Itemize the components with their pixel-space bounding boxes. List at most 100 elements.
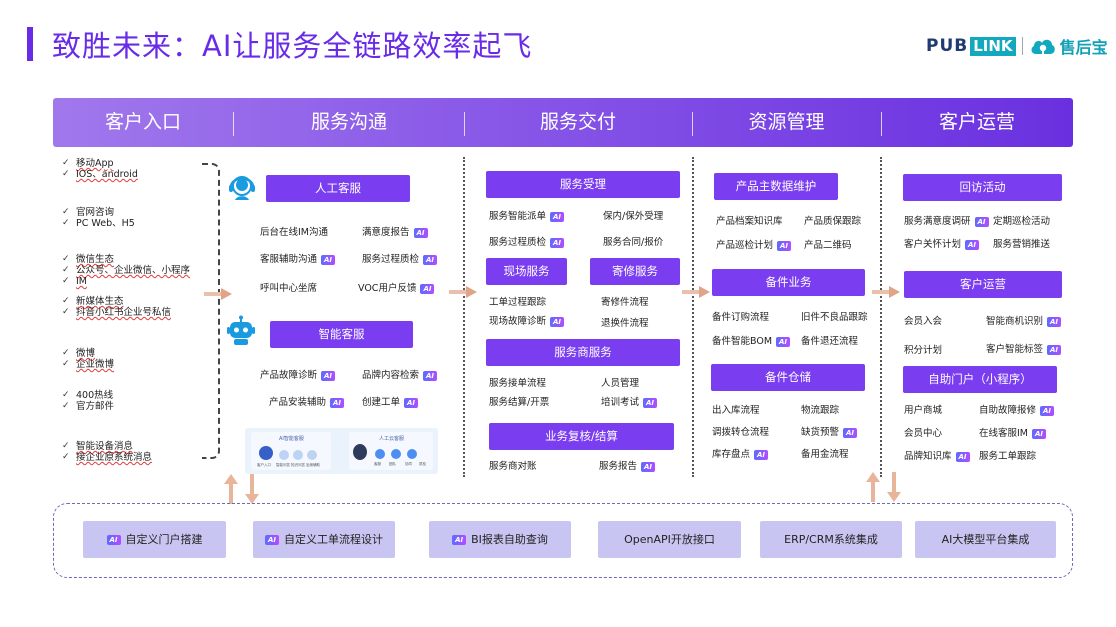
channel-item: PC Web、H5 [62, 218, 135, 229]
customer-operation-item: 会员入会 [904, 316, 943, 327]
brand-link: LINK [970, 36, 1016, 56]
brand-logo: PUB LINK 售后宝 [926, 34, 1108, 58]
channel-item: 抖音小红书企业号私信 [62, 307, 171, 318]
onsite-service-button[interactable]: 现场服务 [486, 258, 567, 285]
headset-agent-icon [229, 176, 255, 200]
mail-repair-button[interactable]: 寄修服务 [590, 258, 680, 285]
flow-arrow-right-icon [449, 286, 477, 298]
channel-group: 智能设备消息 接企业原系统消息 [62, 441, 152, 463]
human-service-button[interactable]: 人工客服 [266, 175, 410, 202]
service-acceptance-button[interactable]: 服务受理 [486, 171, 680, 198]
channel-item: 400热线 [62, 390, 114, 401]
ai-badge: AI [1047, 345, 1062, 355]
ai-badge: AI [413, 228, 428, 238]
preview-icon [279, 450, 289, 460]
preview-label: 智能问答 [276, 463, 290, 467]
arrow-down-icon [245, 474, 259, 504]
arrow-up-icon [224, 474, 238, 504]
preview-label: 客户入口 [257, 463, 271, 467]
channel-item: 公众号、企业微信、小程序 [62, 265, 190, 276]
product-master-data-button[interactable]: 产品主数据维护 [714, 173, 838, 200]
ai-badge: AI [777, 241, 792, 251]
channel-item-continued: IM [62, 276, 190, 287]
human-service-item: 后台在线IM沟通 [260, 227, 328, 238]
ai-badge: AI [423, 371, 438, 381]
preview-human-panel: 人工云客服 客服 团队 协同 质检 [349, 432, 433, 470]
platform-openapi[interactable]: OpenAPI开放接口 [598, 521, 741, 558]
column-header-entry: 客户入口 [104, 111, 181, 133]
spare-warehouse-button[interactable]: 备件仓储 [711, 364, 865, 391]
ai-badge: AI [955, 452, 970, 462]
ai-badge: AI [754, 450, 769, 460]
spare-parts-button[interactable]: 备件业务 [712, 269, 865, 296]
channel-item: 官方邮件 [62, 401, 114, 412]
spare-parts-item: 备件退还流程 [801, 336, 859, 347]
master-data-item: 产品档案知识库 [716, 216, 783, 227]
provider-service-button[interactable]: 服务商服务 [486, 339, 680, 366]
channel-item: 微信生态 [62, 254, 190, 265]
mail-repair-item: 退换件流程 [601, 318, 649, 329]
self-service-portal-button[interactable]: 自助门户（小程序） [903, 366, 1057, 393]
provider-item: 服务结算/开票 [489, 397, 550, 408]
warehouse-item: 调拨转仓流程 [712, 427, 770, 438]
ai-badge: AI [550, 212, 565, 222]
settlement-item: 服务商对账 [489, 461, 537, 472]
column-divider [880, 157, 882, 477]
ai-badge: AI [321, 255, 336, 265]
channel-bracket [202, 163, 220, 459]
preview-title: 人工云客服 [379, 436, 405, 442]
preview-label: 协同 [405, 462, 412, 466]
title-accent-bar [27, 27, 33, 61]
channel-item: 企业微博 [62, 359, 114, 370]
preview-icon [307, 450, 317, 460]
follow-up-item: 定期巡检活动 [993, 216, 1051, 227]
column-header-operations: 客户运营 [938, 111, 1015, 133]
portal-item: 会员中心 [904, 428, 943, 439]
settlement-button[interactable]: 业务复核/结算 [489, 423, 674, 450]
channel-group: 官网咨询 PC Web、H5 [62, 207, 135, 229]
preview-icon [293, 450, 303, 460]
header-divider [464, 112, 465, 136]
preview-icon [407, 449, 417, 459]
channel-group: 新媒体生态 抖音小红书企业号私信 [62, 296, 171, 318]
provider-item: 服务接单流程 [489, 378, 547, 389]
preview-label: 团队 [389, 462, 396, 466]
platform-ai-llm[interactable]: AI大模型平台集成 [915, 521, 1056, 558]
header-divider [233, 112, 234, 136]
ai-badge: AI [265, 534, 279, 545]
ai-service-button[interactable]: 智能客服 [270, 321, 413, 348]
ai-badge: AI [1040, 406, 1055, 416]
platform-frame [53, 503, 1073, 578]
arrow-up-icon [866, 472, 880, 502]
ai-badge: AI [1047, 317, 1062, 327]
platform-erp-crm[interactable]: ERP/CRM系统集成 [760, 521, 902, 558]
channel-group: 400热线 官方邮件 [62, 390, 114, 412]
follow-up-activity-button[interactable]: 回访活动 [903, 174, 1062, 201]
acceptance-item: 服务合同/报价 [603, 237, 664, 248]
customer-operation-button[interactable]: 客户运营 [904, 271, 1062, 298]
channel-group: 移动App IOS、android [62, 158, 138, 180]
onsite-item: 工单过程跟踪 [489, 297, 547, 308]
column-header-communication: 服务沟通 [310, 111, 387, 133]
preview-icon [391, 449, 401, 459]
preview-label: 坐席辅助 [306, 463, 320, 467]
